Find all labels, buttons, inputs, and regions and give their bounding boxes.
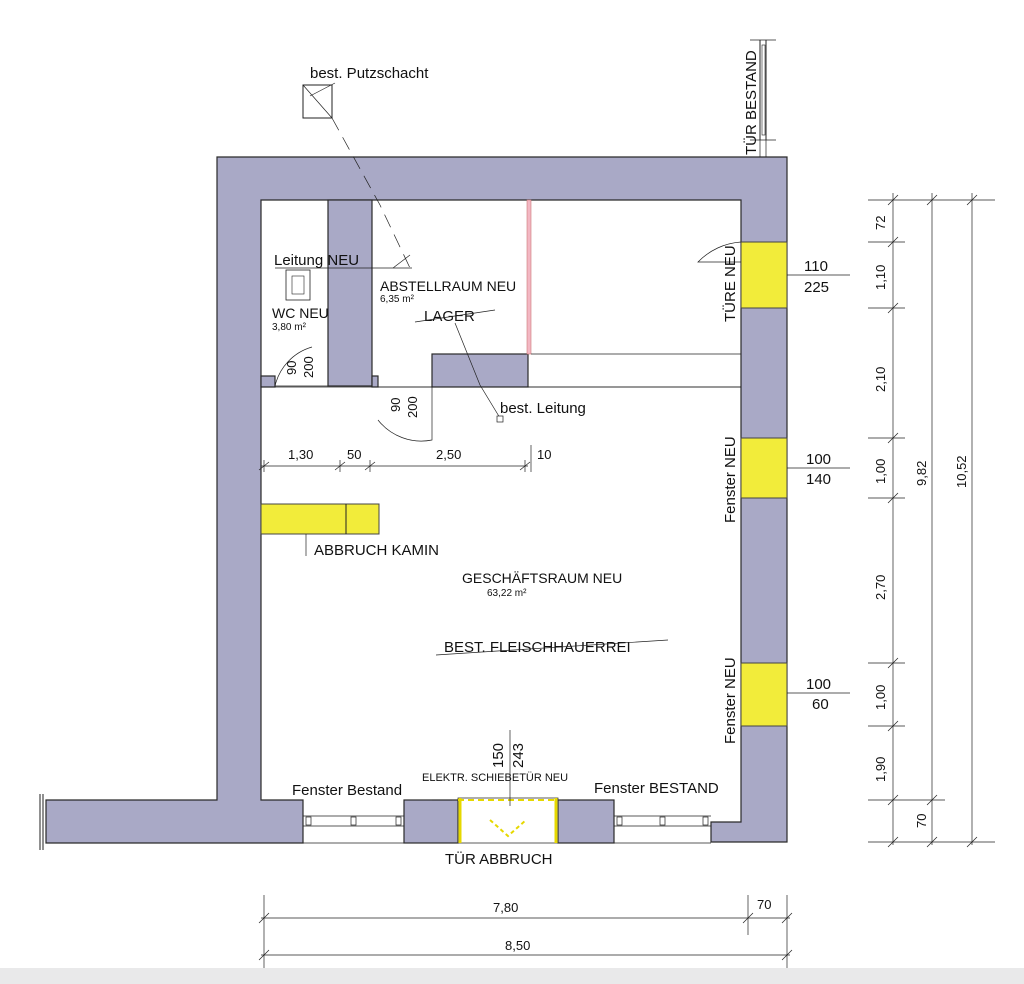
tuere-neu-label: TÜRE NEU	[721, 245, 739, 322]
dim-8-50: 8,50	[505, 938, 530, 953]
right-dimension-lines	[868, 193, 995, 848]
storage-room-name: ABSTELLRAUM NEU	[380, 278, 516, 294]
dim-r-9-82: 9,82	[914, 461, 929, 486]
interior-dimension-chain	[258, 445, 532, 472]
wc-room-area: 3,80 m²	[272, 322, 307, 333]
fenster-bestand-right-label: Fenster BESTAND	[594, 780, 719, 797]
dim-r-1-90: 1,90	[873, 757, 888, 782]
bottom-wall-pier-right	[557, 799, 615, 844]
leitung-neu-label: Leitung NEU	[274, 252, 359, 269]
wc-door-height: 200	[301, 356, 316, 378]
putzschacht-label: best. Putzschacht	[310, 65, 429, 82]
bottom-dimension-lines	[258, 895, 793, 975]
dim-70-bottom: 70	[757, 897, 771, 912]
door-right-height: 225	[804, 279, 829, 296]
wc-toilet-icon	[285, 269, 311, 301]
dim-r-10-52: 10,52	[954, 455, 969, 488]
chimney-demolition	[260, 503, 380, 535]
storage-room-area: 6,35 m²	[380, 294, 415, 305]
dim-1-30: 1,30	[288, 447, 313, 462]
wc-room-name: WC NEU	[272, 305, 329, 321]
window-1-width: 100	[806, 451, 831, 468]
window-2-width: 100	[806, 676, 831, 693]
window-bestand-right	[614, 815, 711, 844]
shop-room-name: GESCHÄFTSRAUM NEU	[462, 570, 622, 586]
dim-2-50: 2,50	[436, 447, 461, 462]
storage-door-height: 200	[405, 396, 420, 418]
fenster-bestand-left-label: Fenster Bestand	[292, 782, 402, 799]
shop-room-area: 63,22 m²	[487, 588, 527, 599]
tuer-abbruch-label: TÜR ABBRUCH	[445, 850, 553, 868]
window-2-height: 60	[812, 696, 829, 713]
sliding-door-width: 150	[490, 743, 507, 768]
window-1-height: 140	[806, 471, 831, 488]
outer-walls	[45, 156, 788, 844]
bottom-wall-pier-left	[403, 799, 459, 844]
fenster-neu-2-label: Fenster NEU	[722, 657, 739, 744]
new-window-2	[740, 662, 788, 727]
dim-50: 50	[347, 447, 361, 462]
sliding-door	[432, 730, 580, 844]
dim-r-72: 72	[873, 216, 888, 230]
storage-door-width: 90	[388, 398, 403, 412]
dim-r-1-10: 1,10	[873, 265, 888, 290]
schiebetuer-label: ELEKTR. SCHIEBETÜR NEU	[422, 772, 568, 784]
dim-r-70: 70	[914, 814, 929, 828]
window-bestand-left	[303, 815, 404, 844]
dim-r-1-00-a: 1,00	[873, 459, 888, 484]
dim-r-2-10: 2,10	[873, 367, 888, 392]
door-right-width: 110	[804, 258, 828, 275]
storage-door-swing	[377, 386, 433, 442]
dim-10: 10	[537, 447, 551, 462]
wall-wc-bottom-stub	[260, 375, 276, 388]
door-bestand-top	[750, 39, 776, 157]
wall-storage-bottom-stub	[371, 375, 379, 388]
shop-old-use: BEST. FLEISCHHAUERREI	[444, 639, 631, 656]
tuer-bestand-label: TÜR BESTAND	[742, 50, 760, 155]
scan-bottom-edge	[0, 968, 1024, 984]
existing-wall-marker	[526, 199, 532, 355]
new-door-opening	[740, 241, 788, 309]
fenster-neu-1-label: Fenster NEU	[722, 436, 739, 523]
dim-r-2-70: 2,70	[873, 575, 888, 600]
sliding-door-height: 243	[510, 743, 527, 768]
wc-door-swing	[274, 346, 328, 387]
new-window-1	[740, 437, 788, 499]
best-leitung-label: best. Leitung	[500, 400, 586, 417]
wc-door-width: 90	[284, 361, 299, 375]
abbruch-kamin-label: ABBRUCH KAMIN	[314, 542, 439, 559]
dim-7-80: 7,80	[493, 900, 518, 915]
wall-storage-bottom	[431, 353, 529, 388]
dim-r-1-00-b: 1,00	[873, 685, 888, 710]
wall-between-wc-storage	[327, 199, 373, 387]
